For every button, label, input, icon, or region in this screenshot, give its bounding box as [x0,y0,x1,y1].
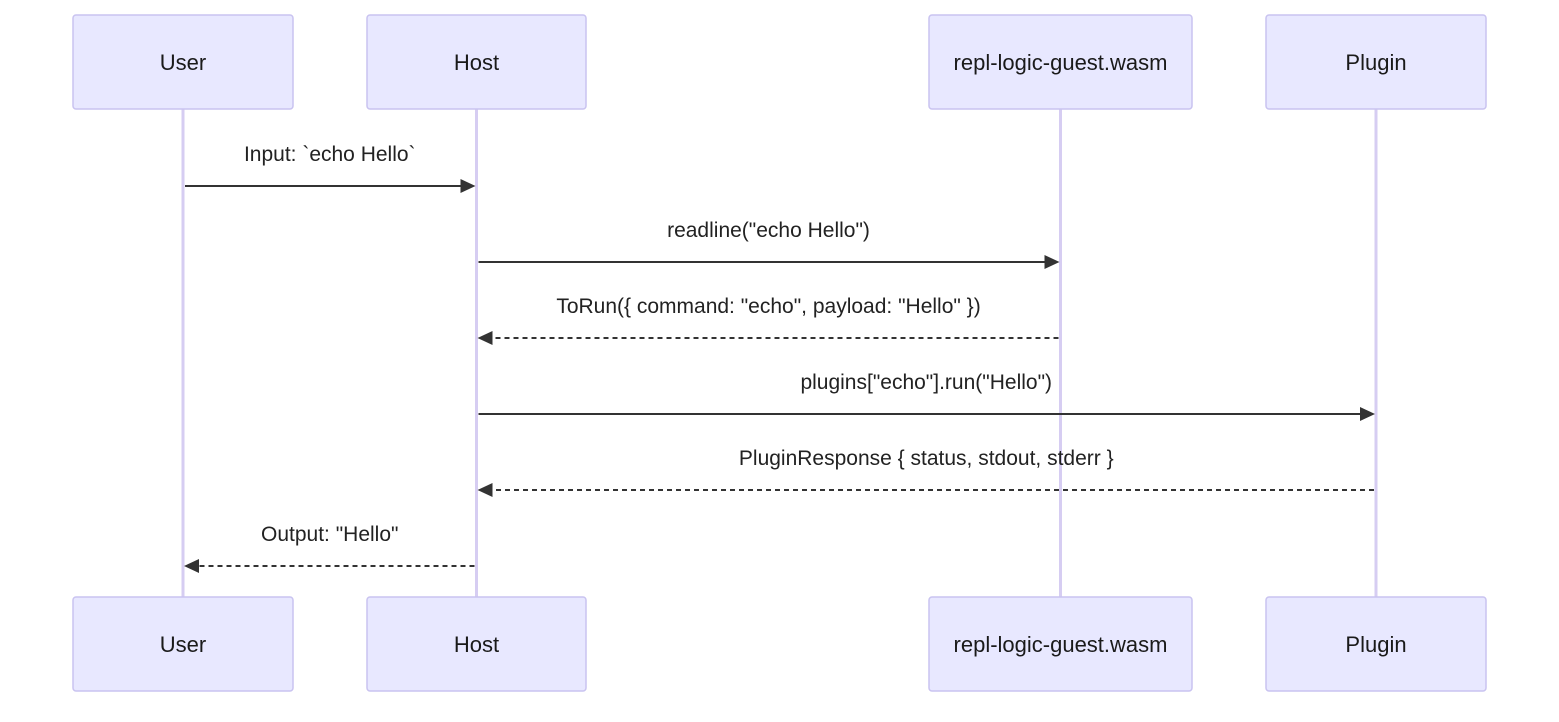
actor-box [928,596,1193,692]
message-4: plugins["echo"].run("Hello") [478,371,1375,421]
actor-guest-top: repl-logic-guest.wasm [928,14,1193,110]
actor-guest-bottom: repl-logic-guest.wasm [928,596,1193,692]
actor-label: Plugin [1345,50,1406,75]
message-6: Output: "Hello" [184,523,475,573]
arrowhead-icon [460,179,476,193]
actor-user-top: User [72,14,294,110]
actor-box [928,14,1193,110]
actor-label: Host [454,50,499,75]
actor-label: User [160,50,206,75]
message-label: PluginResponse { status, stdout, stderr … [739,447,1114,470]
message-label: Input: `echo Hello` [244,143,416,166]
actor-box [1265,596,1487,692]
arrowhead-icon [477,331,493,345]
actor-box [366,596,587,692]
message-1: Input: `echo Hello` [185,143,476,193]
message-3: ToRun({ command: "echo", payload: "Hello… [477,295,1059,345]
actor-box [72,14,294,110]
arrowhead-icon [1360,407,1375,421]
arrowhead-icon [477,483,493,497]
lifelines [181,109,1378,597]
message-label: Output: "Hello" [261,523,398,546]
actor-label: User [160,632,206,657]
message-label: readline("echo Hello") [667,219,870,242]
actor-label: repl-logic-guest.wasm [954,50,1168,75]
actor-box [366,14,587,110]
actor-host-top: Host [366,14,587,110]
actor-label: Plugin [1345,632,1406,657]
actor-plugin-bottom: Plugin [1265,596,1487,692]
messages: Input: `echo Hello` readline("echo Hello"… [184,143,1375,573]
actor-box [1265,14,1487,110]
arrowhead-icon [1044,255,1060,269]
message-2: readline("echo Hello") [478,219,1060,269]
actor-user-bottom: User [72,596,294,692]
actor-plugin-top: Plugin [1265,14,1487,110]
actor-host-bottom: Host [366,596,587,692]
actor-box [72,596,294,692]
actor-label: Host [454,632,499,657]
message-5: PluginResponse { status, stdout, stderr … [477,447,1374,497]
arrowhead-icon [184,559,199,573]
message-label: ToRun({ command: "echo", payload: "Hello… [556,295,980,318]
message-label: plugins["echo"].run("Hello") [800,371,1052,394]
actor-label: repl-logic-guest.wasm [954,632,1168,657]
